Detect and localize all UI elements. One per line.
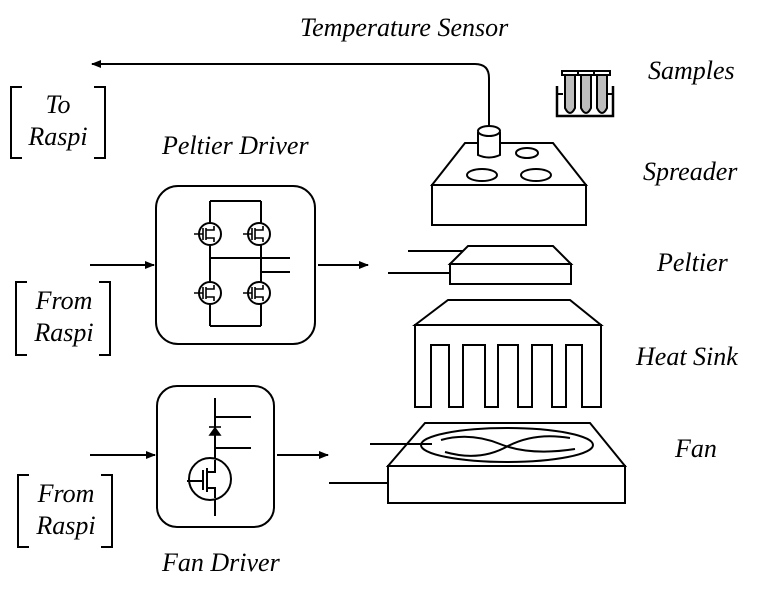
- test-tubes-icon: [557, 71, 613, 116]
- to-raspi-bracket: [11, 87, 105, 158]
- sensor-to-raspi-arrow: [91, 60, 489, 126]
- spreader-block: [432, 143, 586, 225]
- mosfet-icon: [199, 223, 270, 304]
- peltier-driver-box: [156, 186, 315, 344]
- from-raspi-bracket-1: [16, 282, 110, 355]
- peltier-module: [388, 246, 571, 284]
- heat-sink: [415, 300, 601, 407]
- from-raspi-bracket-2: [18, 475, 112, 547]
- diode-icon: [209, 427, 221, 435]
- h-bridge-schematic: [210, 201, 290, 326]
- temperature-probe-icon: [478, 126, 500, 158]
- fan-unit: [329, 423, 625, 503]
